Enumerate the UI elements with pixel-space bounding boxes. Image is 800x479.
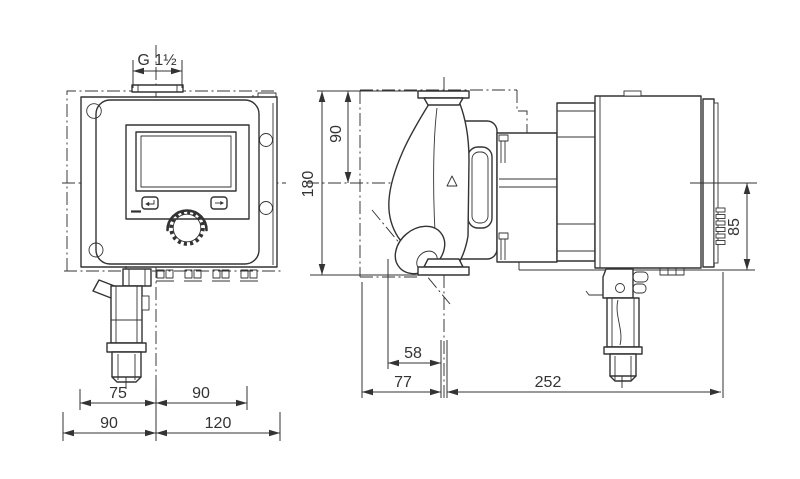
module-housing [594, 95, 702, 269]
electronics-module [556, 90, 726, 276]
backplate-top-tab [257, 92, 277, 97]
dimension-label-90-front: 90 [192, 385, 210, 402]
dimension-label-90-outer: 90 [100, 415, 118, 432]
insulation-shell-outline-front [64, 90, 281, 272]
screw-hole [259, 201, 273, 215]
dimension-thread: G 1½ [132, 52, 183, 88]
knob-knurling [169, 210, 205, 246]
module-top-tab [623, 90, 642, 97]
terminal-block [212, 269, 230, 282]
pump-volute [388, 103, 470, 275]
control-module-face [95, 99, 260, 265]
gland-bracket [122, 268, 152, 287]
dimension-label-252: 252 [535, 374, 562, 391]
back-button [141, 196, 159, 210]
dimension-label-thread: G 1½ [137, 52, 176, 69]
display-screen [140, 135, 232, 188]
dimension-module-height: 85 [690, 182, 755, 271]
back-button-icon [145, 200, 155, 207]
screw-hole [88, 242, 104, 258]
side-view: 180 90 85 58 [300, 77, 757, 399]
gland-wire-stub [585, 290, 603, 296]
dimension-heights: 180 90 [300, 90, 420, 276]
dimension-row-1: 75 90 [79, 385, 248, 441]
terminal-block [156, 269, 174, 282]
flow-direction-marker [446, 175, 458, 187]
tie-bolt [498, 134, 509, 142]
screw-hole [259, 133, 273, 147]
module-bottom-connector [659, 267, 685, 276]
knob-shadow-arc [166, 209, 208, 232]
gland-collar [106, 342, 147, 353]
terminal-block [240, 269, 258, 282]
rotary-knob [166, 209, 208, 246]
dimension-77-252: 77 252 [361, 272, 724, 398]
terminal-strip [156, 269, 258, 282]
control-panel [125, 124, 250, 220]
gland-plug-side [609, 353, 637, 377]
context-menu-button-icon [215, 201, 224, 205]
gland-bracket-hole [615, 283, 625, 293]
dimension-label-180: 180 [300, 171, 317, 198]
dimension-label-90-side: 90 [328, 125, 345, 143]
top-port-union [417, 90, 470, 106]
dimension-label-120: 120 [205, 415, 232, 432]
tie-bolt [498, 232, 509, 240]
cable-gland-front [92, 266, 152, 389]
context-menu-button [210, 196, 228, 210]
dimension-label-85: 85 [726, 218, 743, 236]
gland-knob [632, 283, 647, 294]
screw-hole [86, 103, 102, 119]
dimension-row-2: 90 120 [62, 412, 281, 441]
pipe-union-nut [131, 84, 184, 93]
terminal-block [184, 269, 202, 282]
gland-collar-side [603, 346, 643, 355]
bottom-port-union [417, 258, 470, 276]
dimension-58: 58 [387, 259, 442, 398]
gland-side-tab [141, 295, 150, 311]
gland-cable-curve [616, 299, 622, 346]
rear-ribbed-connector [715, 207, 726, 245]
dimension-label-75: 75 [109, 385, 127, 402]
gland-knob [632, 271, 649, 283]
gland-plug [111, 351, 142, 378]
motor-lantern [496, 132, 561, 263]
display-bezel [135, 131, 237, 192]
dimension-label-58: 58 [404, 345, 422, 362]
cable-gland-side [585, 268, 649, 382]
front-view: G 1½ 75 90 90 120 [62, 45, 286, 441]
dimension-label-77: 77 [394, 374, 412, 391]
